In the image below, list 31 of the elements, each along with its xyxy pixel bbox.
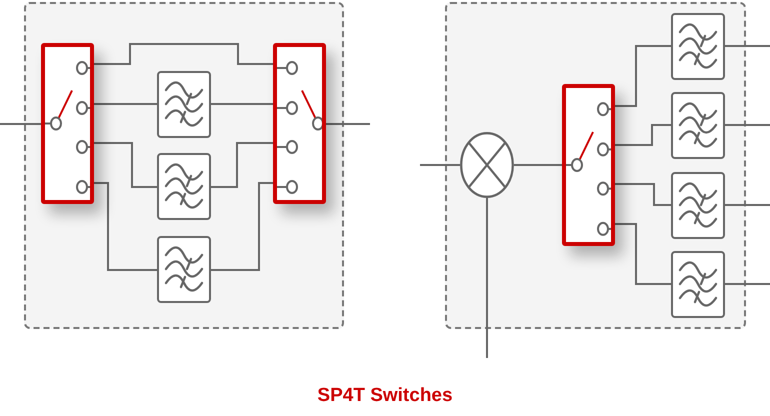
wire <box>486 198 488 358</box>
wire <box>725 204 770 206</box>
filter-block <box>671 92 725 159</box>
wire <box>211 142 273 188</box>
mixer-symbol <box>460 132 514 198</box>
wire <box>615 45 671 107</box>
wire <box>211 182 273 271</box>
wire <box>420 164 460 166</box>
wire <box>326 123 370 125</box>
filter-block <box>157 71 211 138</box>
wire <box>725 45 770 47</box>
wire <box>0 123 41 125</box>
wire <box>514 164 562 166</box>
wire <box>94 103 157 105</box>
dashed-panel <box>24 2 344 329</box>
wire <box>725 283 770 285</box>
filter-block <box>157 236 211 303</box>
filter-block <box>671 13 725 80</box>
caption: SP4T Switches <box>316 385 454 407</box>
filter-block <box>671 172 725 239</box>
wire <box>94 142 157 188</box>
dashed-panel <box>445 2 746 329</box>
wire <box>211 103 273 105</box>
wire <box>94 43 273 65</box>
wire <box>615 124 671 146</box>
wire <box>725 124 770 126</box>
wire <box>615 223 671 285</box>
wire <box>94 182 157 271</box>
filter-block <box>671 251 725 318</box>
wire <box>615 183 671 206</box>
filter-block <box>157 153 211 220</box>
